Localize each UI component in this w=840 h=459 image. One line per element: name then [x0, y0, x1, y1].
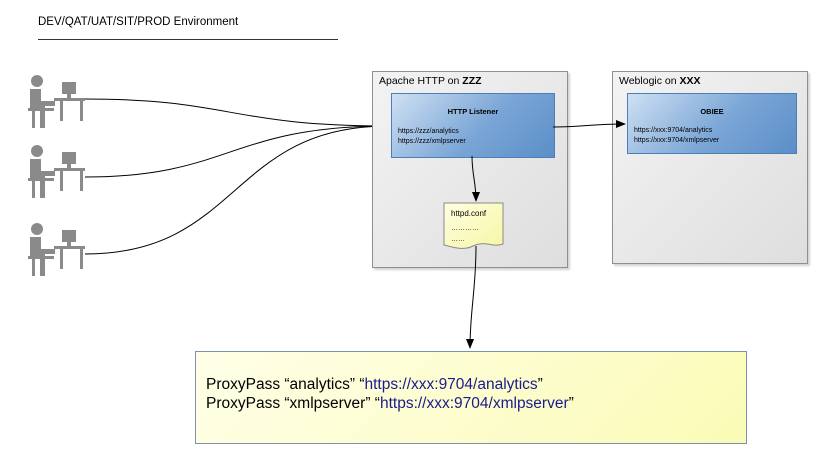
user-2-connector	[84, 122, 389, 178]
proxypass-xmlpserver-prefix: ProxyPass “xmlpserver” “	[206, 395, 380, 412]
obiee-box: OBIEE https://xxx:9704/analytics https:/…	[627, 93, 797, 154]
user-1-connector	[84, 98, 389, 130]
apache-title: Apache HTTP on ZZZ	[379, 75, 482, 87]
httpd-conf-line: ……	[451, 236, 465, 243]
proxypass-xmlpserver-line: ProxyPass “xmlpserver” “https://xxx:9704…	[206, 396, 574, 412]
httpd-conf-note-shape	[443, 202, 504, 249]
user-3-connector	[84, 122, 389, 255]
obiee-title: OBIEE	[700, 107, 724, 116]
listener-url: https://zzz/xmlpserver	[398, 138, 466, 145]
user-2-icon	[28, 145, 85, 198]
apache-host: ZZZ	[462, 75, 482, 87]
listener-url: https://zzz/analytics	[398, 128, 459, 135]
proxypass-analytics-suffix: ”	[537, 376, 543, 393]
user-3-icon	[28, 223, 85, 276]
http-listener-box: HTTP Listener https://zzz/analytics http…	[391, 93, 555, 158]
environment-title: DEV/QAT/UAT/SIT/PROD Environment	[38, 16, 239, 28]
proxypass-analytics-url: https://xxx:9704/analytics	[364, 376, 538, 393]
apache-title-prefix: Apache HTTP on	[379, 75, 463, 87]
http-listener-title: HTTP Listener	[447, 107, 499, 116]
weblogic-title-prefix: Weblogic on	[619, 75, 680, 87]
obiee-url: https://xxx:9704/analytics	[634, 127, 713, 134]
httpd-conf-title: httpd.conf	[451, 209, 487, 218]
proxypass-analytics-line: ProxyPass “analytics” “https://xxx:9704/…	[206, 377, 543, 393]
title-underline	[38, 39, 338, 40]
httpd-conf-line: …………	[451, 225, 479, 232]
conf-to-proxy-arrow	[466, 245, 477, 349]
obiee-url: https://xxx:9704/xmlpserver	[634, 137, 720, 144]
user-1-icon	[28, 75, 85, 128]
weblogic-host: XXX	[679, 75, 701, 87]
proxypass-config-box: ProxyPass “analytics” “https://xxx:9704/…	[195, 351, 747, 444]
proxypass-analytics-prefix: ProxyPass “analytics” “	[206, 376, 365, 393]
proxypass-xmlpserver-suffix: ”	[568, 395, 574, 412]
proxypass-xmlpserver-url: https://xxx:9704/xmlpserver	[379, 395, 569, 412]
listener-to-conf-arrow	[471, 155, 480, 202]
weblogic-title: Weblogic on XXX	[619, 75, 701, 87]
listener-to-obiee-arrow	[552, 120, 626, 129]
